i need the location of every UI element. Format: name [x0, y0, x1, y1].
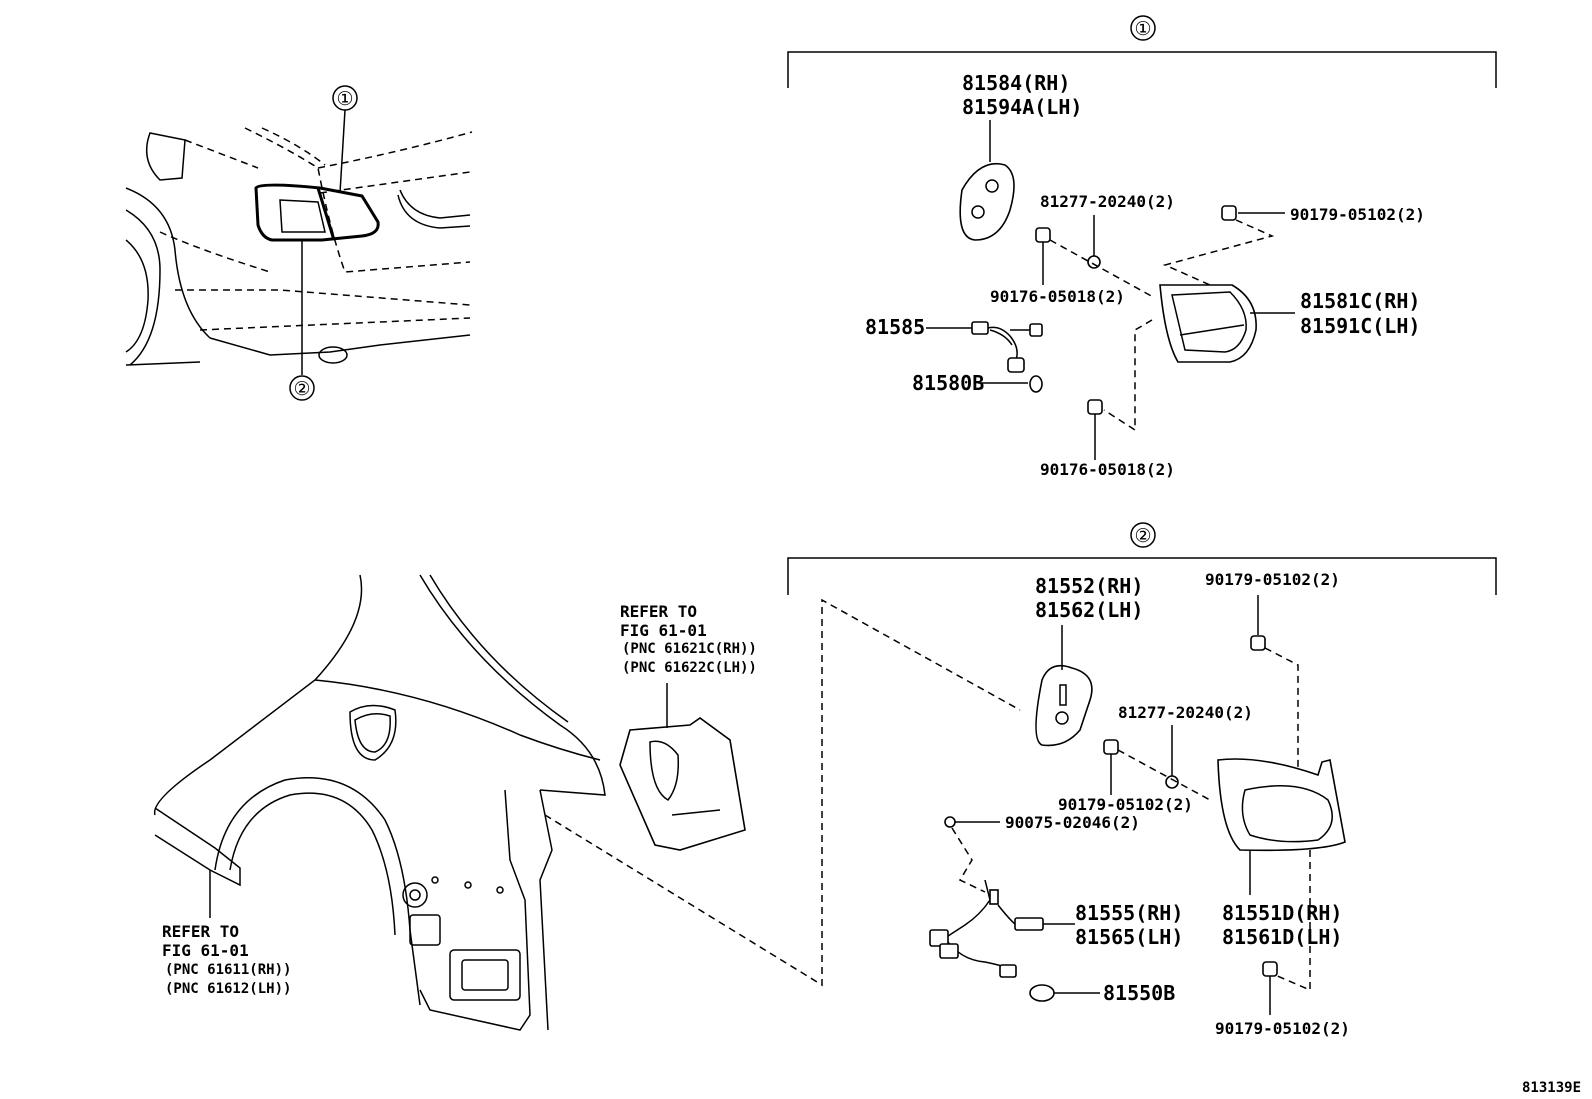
refer-b-line3: (PNC 61611(RH)) — [165, 962, 291, 978]
label-90176-upper: 90176-05018(2) — [990, 287, 1125, 306]
nut-90176-upper — [1035, 227, 1051, 285]
label-81277-g2: 81277-20240(2) — [1118, 703, 1253, 722]
label-81551d: 81551D(RH) — [1222, 901, 1342, 925]
lamp-81551d — [1217, 758, 1346, 895]
nut-81277-g2 — [1165, 725, 1179, 789]
label-81594a: 81594A(LH) — [962, 95, 1082, 119]
refer-a-line3: (PNC 61621C(RH)) — [622, 641, 757, 657]
quarter-panel-illustration — [153, 574, 606, 1031]
refer-a-line4: (PNC 61622C(LH)) — [622, 660, 757, 676]
lamp-81581c — [1159, 284, 1295, 363]
bulb-81580b — [978, 375, 1043, 393]
mounting-bracket — [619, 683, 746, 851]
label-81562: 81562(LH) — [1035, 598, 1143, 622]
label-81561d: 81561D(LH) — [1222, 925, 1342, 949]
label-81591c: 81591C(LH) — [1300, 314, 1420, 338]
socket-cover-81552 — [1035, 625, 1093, 747]
socket-cover-81584 — [959, 120, 1015, 241]
nut-90179-g1 — [1221, 205, 1285, 221]
label-81565: 81565(LH) — [1075, 925, 1183, 949]
diagram-id: 813139E — [1522, 1080, 1581, 1096]
nut-90179-top — [1250, 595, 1266, 651]
bulb-81550b — [1029, 984, 1100, 1002]
screw-90075 — [944, 816, 1000, 828]
label-81585: 81585 — [865, 315, 925, 339]
nut-90179-bottom — [1262, 961, 1278, 1015]
callout-2-car: ② — [293, 378, 310, 400]
refer-a-line1: REFER TO — [620, 602, 697, 621]
car-rear-illustration — [125, 85, 473, 401]
nut-81277 — [1087, 215, 1101, 269]
group-1-callout: ① — [1134, 18, 1151, 40]
callout-1-car: ① — [336, 88, 353, 110]
refer-b-line1: REFER TO — [162, 922, 239, 941]
label-81580b: 81580B — [912, 371, 984, 395]
refer-a-line2: FIG 61-01 — [620, 621, 707, 640]
label-81581c: 81581C(RH) — [1300, 289, 1420, 313]
refer-b-line4: (PNC 61612(LH)) — [165, 981, 291, 997]
group-1-bracket — [787, 15, 1497, 88]
label-81584: 81584(RH) — [962, 71, 1070, 95]
label-81552: 81552(RH) — [1035, 574, 1143, 598]
nut-90176-lower — [1087, 399, 1103, 460]
label-81550b: 81550B — [1103, 981, 1175, 1005]
label-90179-bottom: 90179-05102(2) — [1215, 1019, 1350, 1038]
label-90179-mid: 90179-05102(2) — [1058, 795, 1193, 814]
socket-wire-81585 — [926, 321, 1043, 373]
label-90176-lower: 90176-05018(2) — [1040, 460, 1175, 479]
label-90075: 90075-02046(2) — [1005, 813, 1140, 832]
label-81277-g1: 81277-20240(2) — [1040, 192, 1175, 211]
refer-b-line2: FIG 61-01 — [162, 941, 249, 960]
group-2-bracket — [787, 522, 1497, 595]
socket-wire-81555 — [929, 879, 1075, 978]
nut-90179-mid — [1103, 739, 1119, 795]
group-2-callout: ② — [1134, 525, 1151, 547]
label-90179-g1: 90179-05102(2) — [1290, 205, 1425, 224]
label-81555: 81555(RH) — [1075, 901, 1183, 925]
label-90179-top: 90179-05102(2) — [1205, 570, 1340, 589]
